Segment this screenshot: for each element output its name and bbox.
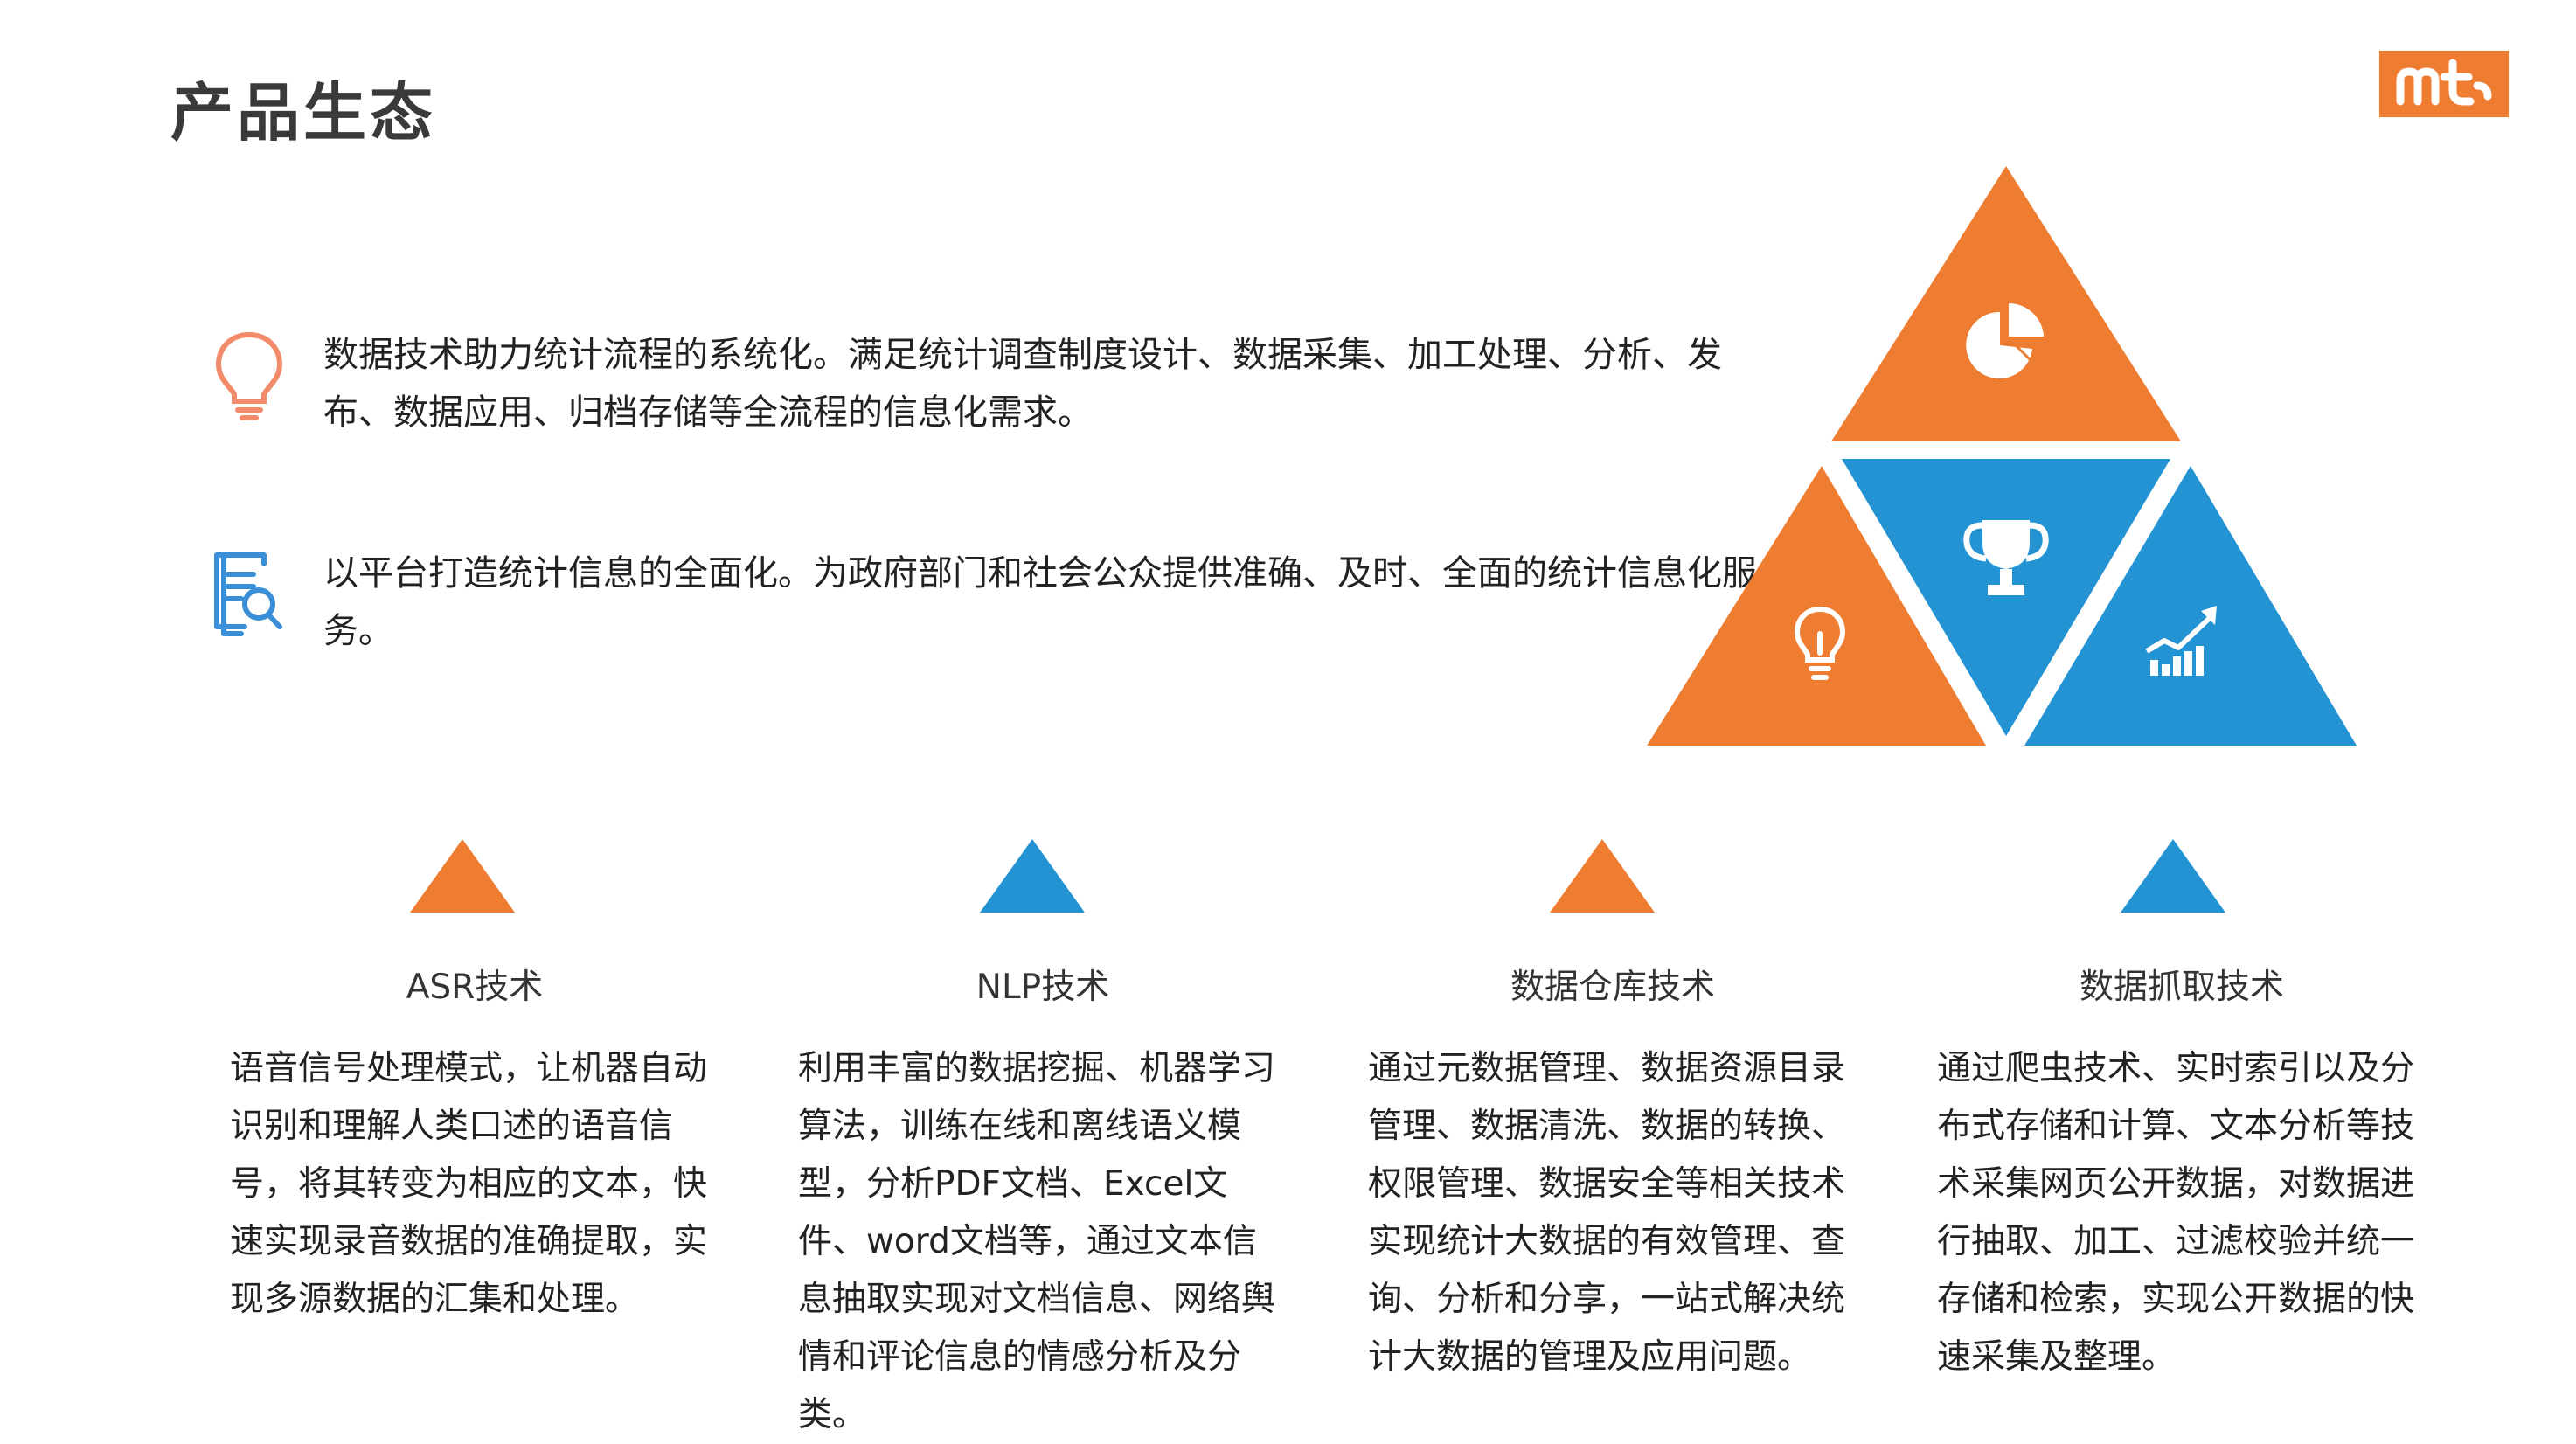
pyramid-graphic: [1647, 166, 2357, 746]
company-logo: [2379, 51, 2509, 117]
feature-description: 通过爬虫技术、实时索引以及分布式存储和计算、文本分析等技术采集网页公开数据，对数…: [1937, 1049, 2415, 1377]
trophy-icon: [1963, 520, 2049, 595]
feature-title: NLP技术: [976, 968, 1110, 1007]
feature-description: 通过元数据管理、数据资源目录管理、数据清洗、数据的转换、权限管理、数据安全等相关…: [1368, 1049, 1846, 1377]
page-title: 产品生态: [170, 76, 437, 149]
feature-description: 语音信号处理模式，让机器自动识别和理解人类口述的语音信号，将其转变为相应的文本，…: [230, 1049, 708, 1319]
feature-triangle-icon: [2121, 839, 2225, 913]
feature-triangle-icon: [410, 839, 515, 913]
feature-title: ASR技术: [406, 968, 544, 1007]
pie-chart-icon: [1966, 302, 2044, 378]
document-search-icon: [210, 546, 288, 646]
feature-description: 利用丰富的数据挖掘、机器学习算法，训练在线和离线语义模型，分析PDF文档、Exc…: [798, 1049, 1276, 1434]
feature-title: 数据仓库技术: [1510, 968, 1715, 1007]
pyramid-lightbulb-icon: [1794, 606, 1846, 680]
feature-triangle-icon: [1550, 839, 1655, 913]
pyramid-right: [2024, 466, 2357, 746]
growth-chart-icon: [2145, 606, 2217, 676]
pyramid-middle: [1842, 459, 2170, 736]
pyramid-left: [1647, 466, 1986, 746]
intro-text-2: 以平台打造统计信息的全面化。为政府部门和社会公众提供准确、及时、全面的统计信息化…: [323, 553, 1757, 651]
lightbulb-icon: [210, 328, 288, 427]
feature-title: 数据抓取技术: [2079, 968, 2284, 1007]
intro-text-1: 数据技术助力统计流程的系统化。满足统计调查制度设计、数据采集、加工处理、分析、发…: [323, 335, 1722, 433]
pyramid-top: [1831, 166, 2181, 441]
feature-triangle-icon: [980, 839, 1085, 913]
